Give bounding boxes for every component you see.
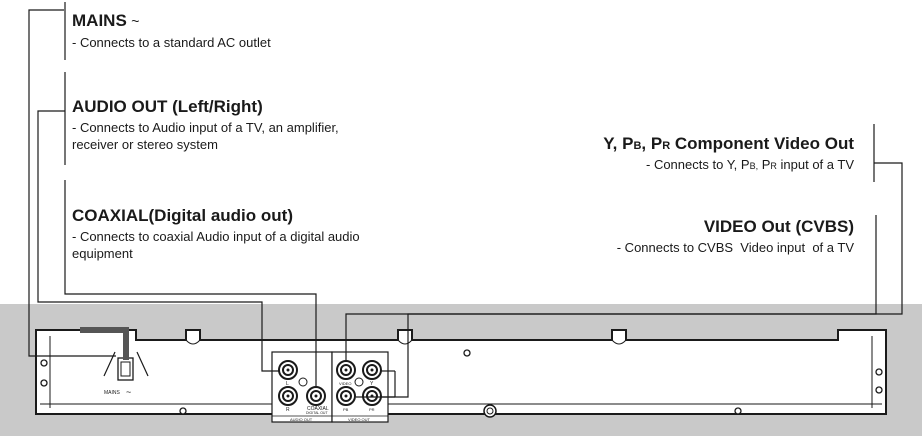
jack-y — [362, 360, 382, 380]
jack-video — [336, 360, 356, 380]
jack-coaxial — [306, 386, 326, 406]
coaxial-description-line2: equipment — [72, 246, 133, 262]
panel-label-digital-out: DIGITAL OUT — [306, 411, 328, 415]
panel-label-pb: PB — [343, 407, 349, 412]
mains-description: - Connects to a standard AC outlet — [72, 35, 271, 51]
component-title-rest: Component Video Out — [670, 134, 854, 153]
mains-title-text: MAINS — [72, 11, 127, 30]
leader-line-audio-out — [37, 110, 279, 372]
panel-label-coaxial: COAXIAL — [307, 406, 329, 412]
panel-label-l: L — [286, 381, 289, 387]
component-title-b: B — [633, 140, 642, 152]
component-desc-suffix: input of a TV — [776, 156, 854, 172]
screw-hole — [40, 359, 48, 367]
coaxial-title: COAXIAL(Digital audio out) — [72, 206, 293, 225]
rear-panel: MAINS ~ L R COAXIAL DIGITAL OUT VIDEO Y … — [35, 327, 887, 423]
panel-label-mains-symbol: ~ — [126, 387, 131, 397]
jack-pr — [362, 386, 382, 406]
panel-label-pr: PR — [369, 407, 375, 412]
jack-spacer — [354, 377, 364, 387]
leader-line-component — [381, 162, 903, 398]
jack-spacer — [298, 377, 308, 387]
component-title-sep: , P — [641, 134, 663, 153]
coaxial-description-line1: - Connects to coaxial Audio input of a d… — [72, 228, 360, 244]
screw-hole — [734, 407, 742, 415]
leader-line-mains — [28, 9, 116, 357]
screw-hole — [875, 386, 883, 394]
screw-hole — [179, 407, 187, 415]
panel-label-audio-out: AUDIO OUT — [290, 417, 313, 422]
jack-audio-r — [278, 386, 298, 406]
panel-label-video: VIDEO — [339, 381, 351, 386]
audio-out-description-line1: - Connects to Audio input of a TV, an am… — [72, 119, 339, 135]
mains-title: MAINS ~ — [72, 11, 271, 31]
video-out-description: - Connects to CVBS Video input of a TV — [616, 239, 854, 255]
video-out-title: VIDEO Out (CVBS) — [703, 217, 854, 236]
power-cord — [80, 327, 129, 360]
component-desc-prefix: - Connects to Y, P — [646, 156, 750, 172]
panel-label-r: R — [286, 407, 290, 413]
panel-label-mains: MAINS — [104, 390, 121, 396]
component-description: - Connects to Y, PB, PR input of a TV — [603, 156, 854, 173]
component-desc-mid: P — [758, 156, 771, 172]
callout-video-out: VIDEO Out (CVBS) - Connects to CVBS Vide… — [617, 217, 854, 255]
screw-hole — [40, 379, 48, 387]
mains-symbol: ~ — [131, 13, 140, 29]
panel-label-y: Y — [370, 381, 374, 387]
audio-out-description-line2: receiver or stereo system — [72, 137, 218, 153]
panel-label-video-out: VIDEO OUT — [348, 417, 371, 422]
callout-mains: MAINS ~ - Connects to a standard AC outl… — [72, 11, 271, 51]
jack-audio-l — [278, 360, 298, 380]
component-title: Y, PB, PR Component Video Out — [603, 134, 854, 154]
callout-component: Y, PB, PR Component Video Out - Connects… — [603, 134, 854, 172]
audio-out-title: AUDIO OUT (Left/Right) — [72, 97, 263, 116]
component-desc-b: B, — [749, 160, 759, 171]
callout-coaxial: COAXIAL(Digital audio out) - Connects to… — [72, 206, 360, 262]
component-title-y: Y, P — [603, 134, 634, 153]
screw-hole — [875, 368, 883, 376]
screw-hole — [463, 349, 471, 357]
component-desc-r: R — [770, 160, 777, 171]
component-title-r: R — [662, 140, 671, 152]
leader-line-coaxial — [64, 180, 317, 387]
callout-audio-out: AUDIO OUT (Left/Right) - Connects to Aud… — [72, 97, 339, 153]
jack-pb — [336, 386, 356, 406]
